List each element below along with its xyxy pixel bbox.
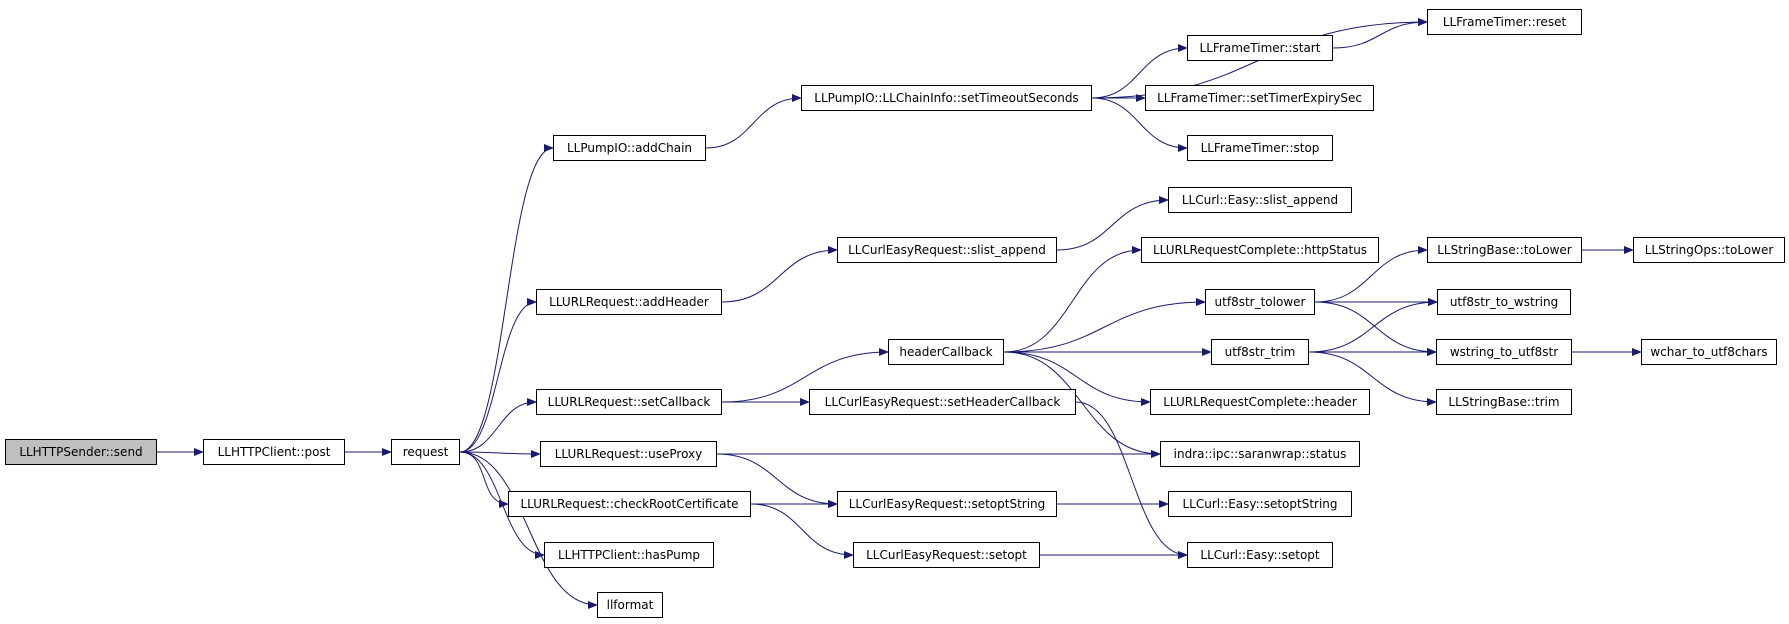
call-edge-n2-n11 <box>459 298 537 453</box>
call-edge-n22-n32 <box>1075 401 1188 559</box>
node-label: utf8str_tolower <box>1214 295 1306 309</box>
node-label: LLPumpIO::LLChainInfo::setTimeoutSeconds <box>814 91 1079 105</box>
node-label: wstring_to_utf8str <box>1449 345 1559 359</box>
node-wchar-to-utf8chars[interactable]: wchar_to_utf8chars <box>1641 339 1777 365</box>
node-llcurl-easy-slist-append[interactable]: LLCurl::Easy::slist_append <box>1168 187 1352 213</box>
node-llurlrequest-useproxy[interactable]: LLURLRequest::useProxy <box>540 441 717 467</box>
node-indra-ipc-saranwrap-status[interactable]: indra::ipc::saranwrap::status <box>1160 441 1360 467</box>
node-llurlrequest-addheader[interactable]: LLURLRequest::addHeader <box>536 289 722 315</box>
node-llframetimer-stop[interactable]: LLFrameTimer::stop <box>1187 135 1333 161</box>
node-label: LLCurlEasyRequest::setHeaderCallback <box>824 395 1061 409</box>
node-label: LLPumpIO::addChain <box>566 141 693 155</box>
call-edge-n2-n30 <box>459 451 545 559</box>
node-label: LLURLRequest::checkRootCertificate <box>520 497 739 511</box>
node-llstringops-tolower[interactable]: LLStringOps::toLower <box>1633 237 1785 263</box>
call-edge-n4-n6 <box>1091 44 1188 99</box>
node-utf8str-trim[interactable]: utf8str_trim <box>1211 339 1309 365</box>
call-edge-n6-n5 <box>1332 18 1428 49</box>
node-headercallback[interactable]: headerCallback <box>888 339 1004 365</box>
node-label: LLCurlEasyRequest::setopt <box>866 548 1027 562</box>
node-llurlrequest-setcallback[interactable]: LLURLRequest::setCallback <box>536 389 722 415</box>
node-label: LLURLRequestComplete::httpStatus <box>1152 243 1368 257</box>
node-llcurl-easy-setopt[interactable]: LLCurl::Easy::setopt <box>1187 542 1333 568</box>
node-label: headerCallback <box>899 345 993 359</box>
node-label: LLStringBase::trim <box>1448 395 1560 409</box>
node-llstringbase-tolower[interactable]: LLStringBase::toLower <box>1427 237 1582 263</box>
call-edge-n17-n23 <box>1003 351 1151 406</box>
node-label: LLCurl::Easy::setopt <box>1200 548 1320 562</box>
node-llcurleasyrequest-setoptstring[interactable]: LLCurlEasyRequest::setoptString <box>837 491 1057 517</box>
node-label: LLFrameTimer::start <box>1199 41 1321 55</box>
node-llpumpio-addchain[interactable]: LLPumpIO::addChain <box>553 135 706 161</box>
call-edge-n27-n31 <box>750 503 854 559</box>
node-label: LLURLRequest::setCallback <box>547 395 711 409</box>
call-edge-n21-n17 <box>721 348 889 403</box>
node-label: llformat <box>606 598 654 612</box>
node-label: LLURLRequest::addHeader <box>549 295 709 309</box>
node-label: LLHTTPSender::send <box>19 445 143 459</box>
node-label: wchar_to_utf8chars <box>1650 345 1768 359</box>
call-edge-n2-n33 <box>459 451 598 609</box>
node-llurlrequestcomplete-httpstatus[interactable]: LLURLRequestComplete::httpStatus <box>1141 237 1379 263</box>
call-edge-n2-n21 <box>459 398 537 453</box>
node-label: LLCurl::Easy::setoptString <box>1182 497 1338 511</box>
call-edge-n25-n28 <box>716 453 838 508</box>
call-edge-n17-n15 <box>1003 298 1206 353</box>
node-llcurleasyrequest-setheadercallback[interactable]: LLCurlEasyRequest::setHeaderCallback <box>809 389 1076 415</box>
node-llhttpclient-haspump[interactable]: LLHTTPClient::hasPump <box>544 542 714 568</box>
call-edge-n15-n13 <box>1314 246 1428 303</box>
call-edge-n4-n8 <box>1091 97 1188 152</box>
call-edge-n10-n9 <box>1056 196 1169 251</box>
node-llframetimer-start[interactable]: LLFrameTimer::start <box>1187 35 1333 61</box>
node-label: LLCurlEasyRequest::slist_append <box>848 243 1046 257</box>
node-llformat[interactable]: llformat <box>597 592 663 618</box>
node-wstring-to-utf8str[interactable]: wstring_to_utf8str <box>1436 339 1572 365</box>
node-llcurleasyrequest-setopt[interactable]: LLCurlEasyRequest::setopt <box>853 542 1040 568</box>
node-label: LLFrameTimer::stop <box>1200 141 1320 155</box>
node-llhttpsender-send: LLHTTPSender::send <box>5 439 157 465</box>
call-edge-n2-n3 <box>459 144 554 453</box>
node-label: utf8str_to_wstring <box>1449 295 1559 309</box>
call-edge-n11-n10 <box>721 246 838 303</box>
node-llurlrequestcomplete-header[interactable]: LLURLRequestComplete::header <box>1150 389 1370 415</box>
node-llframetimer-reset[interactable]: LLFrameTimer::reset <box>1427 9 1582 35</box>
node-label: LLCurl::Easy::slist_append <box>1181 193 1339 207</box>
call-edge-n18-n16 <box>1308 298 1438 353</box>
node-request[interactable]: request <box>391 439 460 465</box>
node-label: LLHTTPClient::post <box>217 445 331 459</box>
node-label: LLStringBase::toLower <box>1437 243 1572 257</box>
node-label: utf8str_trim <box>1224 345 1296 359</box>
node-label: LLFrameTimer::reset <box>1442 15 1567 29</box>
call-edge-n18-n24 <box>1308 351 1437 406</box>
node-llpumpio-llchaininfo-settimeoutseconds[interactable]: LLPumpIO::LLChainInfo::setTimeoutSeconds <box>801 85 1092 111</box>
node-label: LLFrameTimer::setTimerExpirySec <box>1157 91 1362 105</box>
node-label: LLCurlEasyRequest::setoptString <box>848 497 1046 511</box>
node-llstringbase-trim[interactable]: LLStringBase::trim <box>1436 389 1572 415</box>
node-label: LLURLRequest::useProxy <box>554 447 703 461</box>
call-edge-n15-n19 <box>1314 301 1437 356</box>
node-llcurl-easy-setoptstring[interactable]: LLCurl::Easy::setoptString <box>1168 491 1352 517</box>
node-llframetimer-settimerexpirysec[interactable]: LLFrameTimer::setTimerExpirySec <box>1145 85 1374 111</box>
call-edge-n2-n25 <box>459 449 541 458</box>
node-llurlrequest-checkrootcertificate[interactable]: LLURLRequest::checkRootCertificate <box>508 491 751 517</box>
call-edge-n3-n4 <box>705 94 802 149</box>
node-utf8str-tolower[interactable]: utf8str_tolower <box>1205 289 1315 315</box>
node-label: LLURLRequestComplete::header <box>1163 395 1357 409</box>
node-llhttpclient-post[interactable]: LLHTTPClient::post <box>203 439 345 465</box>
node-utf8str-to-wstring[interactable]: utf8str_to_wstring <box>1437 289 1571 315</box>
node-label: request <box>402 445 449 459</box>
node-label: LLStringOps::toLower <box>1644 243 1774 257</box>
node-label: LLHTTPClient::hasPump <box>557 548 701 562</box>
node-llcurleasyrequest-slist-append[interactable]: LLCurlEasyRequest::slist_append <box>837 237 1057 263</box>
node-label: indra::ipc::saranwrap::status <box>1173 447 1347 461</box>
call-edge-n17-n12 <box>1003 246 1142 353</box>
